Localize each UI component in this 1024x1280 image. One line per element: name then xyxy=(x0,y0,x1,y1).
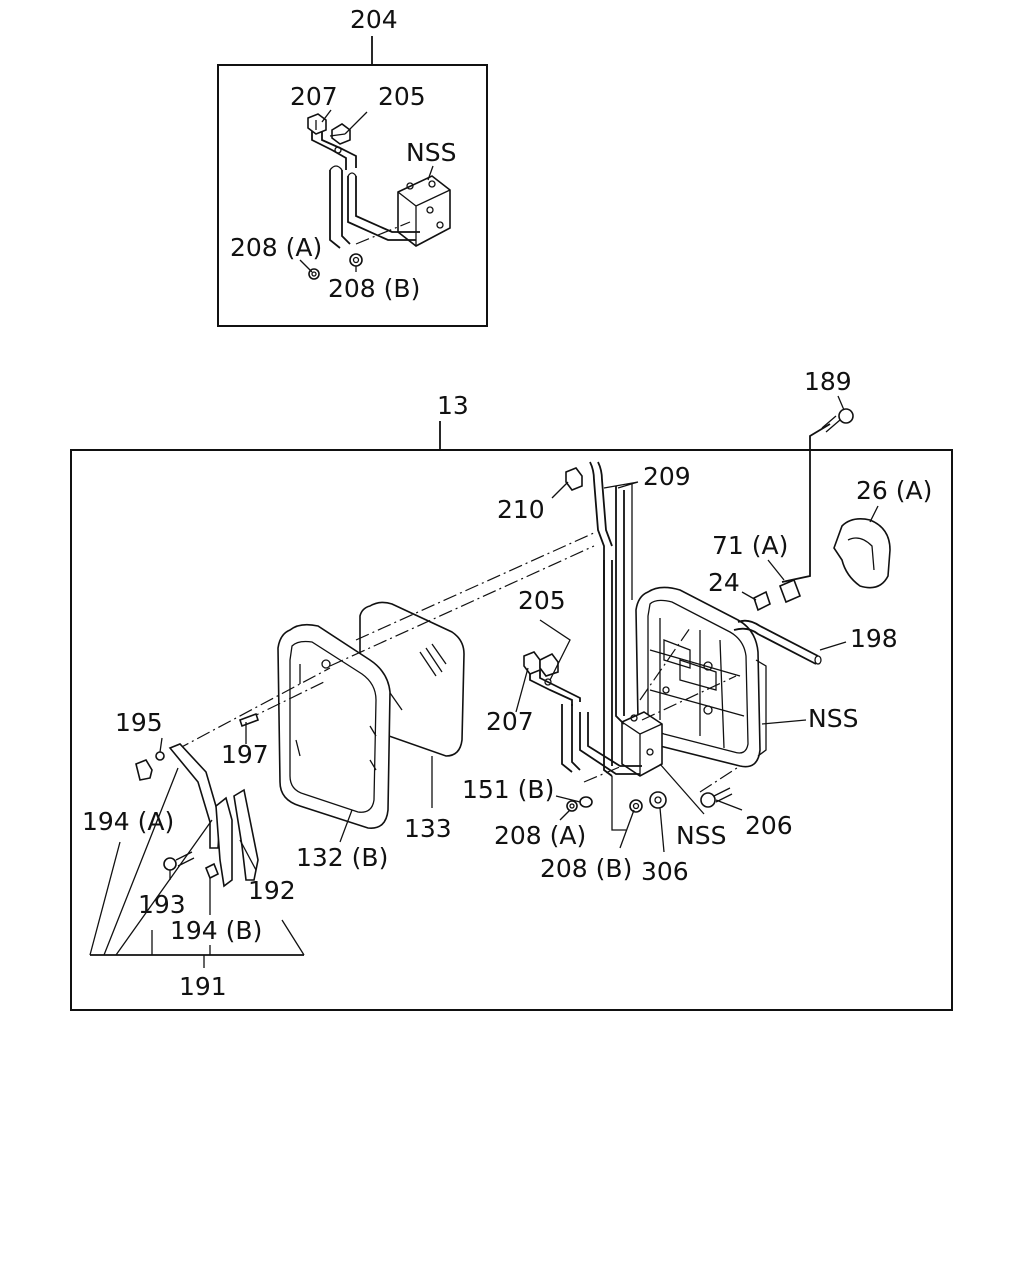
label-189: 189 xyxy=(804,367,852,396)
inset-motor-unit xyxy=(397,175,451,247)
label-24: 24 xyxy=(708,568,740,597)
label-208a: 208 (A) xyxy=(494,821,586,850)
label-nss: NSS xyxy=(406,138,456,167)
label-194b: 194 (B) xyxy=(170,916,262,945)
cable-209 xyxy=(589,461,625,777)
callout-204: 204 xyxy=(350,5,398,34)
screw-206 xyxy=(700,787,733,808)
inset-frame xyxy=(217,64,488,327)
label-208a: 208 (A) xyxy=(230,233,322,262)
main-assembly-13: 13 xyxy=(70,367,953,1011)
label-nss-housing: NSS xyxy=(808,704,858,733)
label-205: 205 xyxy=(518,586,566,615)
clip-24 xyxy=(753,590,771,612)
label-nss-motor: NSS xyxy=(676,821,726,850)
inset-grommet-208a xyxy=(308,268,320,280)
label-207: 207 xyxy=(290,82,338,111)
pin-197 xyxy=(238,712,260,728)
label-151b: 151 (B) xyxy=(462,775,554,804)
connector-210 xyxy=(565,467,583,491)
clip-194b xyxy=(204,862,220,880)
clip-194a xyxy=(135,759,153,781)
label-191: 191 xyxy=(179,972,227,1001)
label-71a: 71 (A) xyxy=(712,531,788,560)
grommet-151b xyxy=(579,796,593,808)
label-210: 210 xyxy=(497,495,545,524)
mirror-motor-unit xyxy=(621,711,663,777)
nut-195 xyxy=(155,751,165,761)
inset-grommet-208b xyxy=(349,253,363,267)
label-195: 195 xyxy=(115,708,163,737)
label-26a: 26 (A) xyxy=(856,476,932,505)
label-198: 198 xyxy=(850,624,898,653)
callout-13: 13 xyxy=(437,391,469,420)
label-205: 205 xyxy=(378,82,426,111)
bracket-71a xyxy=(778,578,802,604)
label-209: 209 xyxy=(643,462,691,491)
leader-lines xyxy=(89,395,879,968)
nut-306 xyxy=(649,791,667,809)
label-192: 192 xyxy=(248,876,296,905)
label-206: 206 xyxy=(745,811,793,840)
mirror-bezel-132b xyxy=(277,623,391,829)
inset-wire-harness xyxy=(311,122,420,249)
connector-207 xyxy=(523,651,541,675)
label-133: 133 xyxy=(404,814,452,843)
label-197: 197 xyxy=(221,740,269,769)
label-132b: 132 (B) xyxy=(296,843,388,872)
label-208b: 208 (B) xyxy=(328,274,420,303)
arm-bracket-191 xyxy=(168,743,259,888)
mirror-housing-frame xyxy=(635,586,767,768)
cover-26a xyxy=(833,518,891,589)
label-306: 306 xyxy=(641,857,689,886)
label-193: 193 xyxy=(138,890,186,919)
inset-assembly-204: 204 xyxy=(217,5,488,327)
label-207: 207 xyxy=(486,707,534,736)
main-frame xyxy=(70,449,953,1011)
alignment-lines xyxy=(175,531,741,793)
pivot-rod-198 xyxy=(733,619,822,665)
screw-189 xyxy=(821,408,854,433)
grommet-208b xyxy=(629,799,643,813)
inner-wire-harness xyxy=(529,664,642,775)
label-208b: 208 (B) xyxy=(540,854,632,883)
grommet-208a xyxy=(566,800,578,812)
inset-connector-207 xyxy=(307,113,327,135)
label-194a: 194 (A) xyxy=(82,807,174,836)
inset-clip-205 xyxy=(331,123,351,154)
clip-205 xyxy=(539,652,559,686)
